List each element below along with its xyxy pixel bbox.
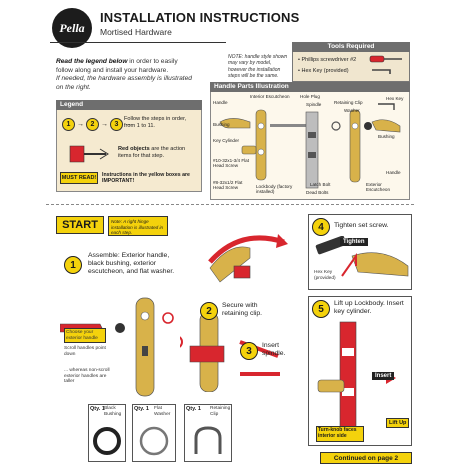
qty-label: Qty. 1: [90, 406, 105, 412]
tool-item: • Phillips screwdriver #2: [298, 57, 357, 63]
step-number: 3: [240, 342, 258, 360]
step-text: Insert spindle.: [262, 342, 286, 358]
qty-item-name: Retaining Clip: [210, 406, 231, 417]
step-text: Assemble: Exterior handle, black bushing…: [88, 252, 175, 276]
step-text: Secure with retaining clip.: [222, 302, 263, 318]
parts-title: Handle Parts Illustration: [210, 82, 410, 92]
step-number: 4: [312, 218, 330, 236]
section-divider: [46, 204, 414, 205]
must-read-text: Instructions in the yellow boxes are IMP…: [102, 172, 190, 185]
step4-drawing: [315, 236, 409, 277]
part-label-lockbody: Lockbody (factory installed): [256, 184, 293, 194]
part-label-washer: Washer: [344, 108, 360, 113]
legend-red-text: Red objects are the action items for tha…: [118, 146, 186, 159]
tools-title: Tools Required: [292, 42, 410, 52]
step-circle: 2: [86, 118, 99, 131]
part-label-bushing-right: Bushing: [378, 134, 395, 139]
legend-follow-text: Follow the steps in order, from 1 to 11.: [124, 116, 187, 129]
page-subtitle: Mortised Hardware: [100, 27, 172, 37]
handle-parts-diagram: [219, 103, 401, 189]
screwdriver-icon: [369, 55, 402, 74]
intro-text: Read the legend below in order to easily…: [56, 58, 192, 91]
part-label-key-cylinder: Key Cylinder: [213, 138, 240, 143]
part-label-interior-escutcheon: Interior Escutcheon: [250, 94, 290, 99]
tool-item: • Hex Key (provided): [298, 68, 349, 74]
scroll-handle-note: Scroll handles point down: [64, 346, 106, 357]
black-bushing-icon: [93, 427, 121, 455]
legend-title: Legend: [56, 100, 202, 110]
non-scroll-handle-note: ... whereas non-scroll exterior handles …: [64, 368, 110, 385]
step-text: Tighten set screw.: [334, 222, 389, 229]
red-object-icon: [69, 145, 109, 163]
step-number: 1: [64, 256, 82, 274]
insert-label: Insert: [372, 372, 395, 380]
flat-washer-icon: [139, 426, 169, 456]
step-circle: 1: [62, 118, 75, 131]
hex-key-label: Hex Key (provided): [314, 270, 336, 281]
step-circle: 3: [110, 118, 123, 131]
legend-step-sequence: 1 → 2 → 3 →: [62, 118, 132, 131]
qty-label: Qty. 1: [186, 406, 201, 412]
step5-drawing: [317, 321, 396, 441]
part-label-handle-left: Handle: [213, 100, 228, 105]
step-number: 5: [312, 300, 330, 318]
legend-box: [56, 100, 202, 192]
start-badge: START: [56, 216, 104, 234]
part-label-exterior-escutcheon: Exterior Escutcheon: [366, 182, 391, 192]
turn-knob-callout: Turn-knob faces interior side: [316, 426, 364, 442]
pella-logo: Pella: [52, 8, 92, 48]
qty-label: Qty. 1: [134, 406, 149, 412]
qty-panel-washer: [132, 404, 176, 462]
must-read-badge: MUST READ!: [60, 172, 98, 184]
part-label-spindle: Spindle: [306, 102, 322, 107]
part-label-dead-bolts: Dead Bolts: [306, 190, 329, 195]
part-label-screw-1: #10-32x1-3/4 Flat Head Screw: [213, 158, 250, 168]
continued-badge: Continued on page 2: [320, 452, 412, 464]
part-label-bushing-left: Bushing: [213, 122, 230, 127]
page-title: INSTALLATION INSTRUCTIONS: [100, 10, 300, 25]
qty-item-name: Flat Washer: [154, 406, 171, 417]
step-text: Lift up Lockbody. Insert key cylinder.: [334, 300, 404, 316]
part-label-hex-key: Hex Key: [386, 96, 404, 101]
part-label-screw-2: #8-32x1/2 Flat Head Screw: [213, 180, 243, 190]
qty-panel-clip: [184, 404, 232, 462]
part-label-latch-bolt: Latch Bolt: [310, 182, 331, 187]
part-label-handle-right: Handle: [386, 170, 401, 175]
qty-item-name: Black Bushing: [104, 406, 122, 417]
choose-handle-callout: Choose your exterior handle: [64, 328, 106, 344]
tighten-arrow-label: Tighten: [340, 238, 368, 246]
step-number: 2: [200, 302, 218, 320]
part-label-hole-plug: Hole Plug: [300, 94, 320, 99]
retaining-clip-icon: [194, 426, 222, 454]
start-note: Note: A right hinge installation is illu…: [108, 216, 168, 236]
header-rule: [50, 42, 226, 43]
lift-up-callout: Lift Up: [386, 418, 410, 428]
part-label-retaining-clip: Retaining Clip: [334, 100, 363, 105]
style-note: NOTE: handle style shown may vary by mod…: [228, 54, 288, 79]
